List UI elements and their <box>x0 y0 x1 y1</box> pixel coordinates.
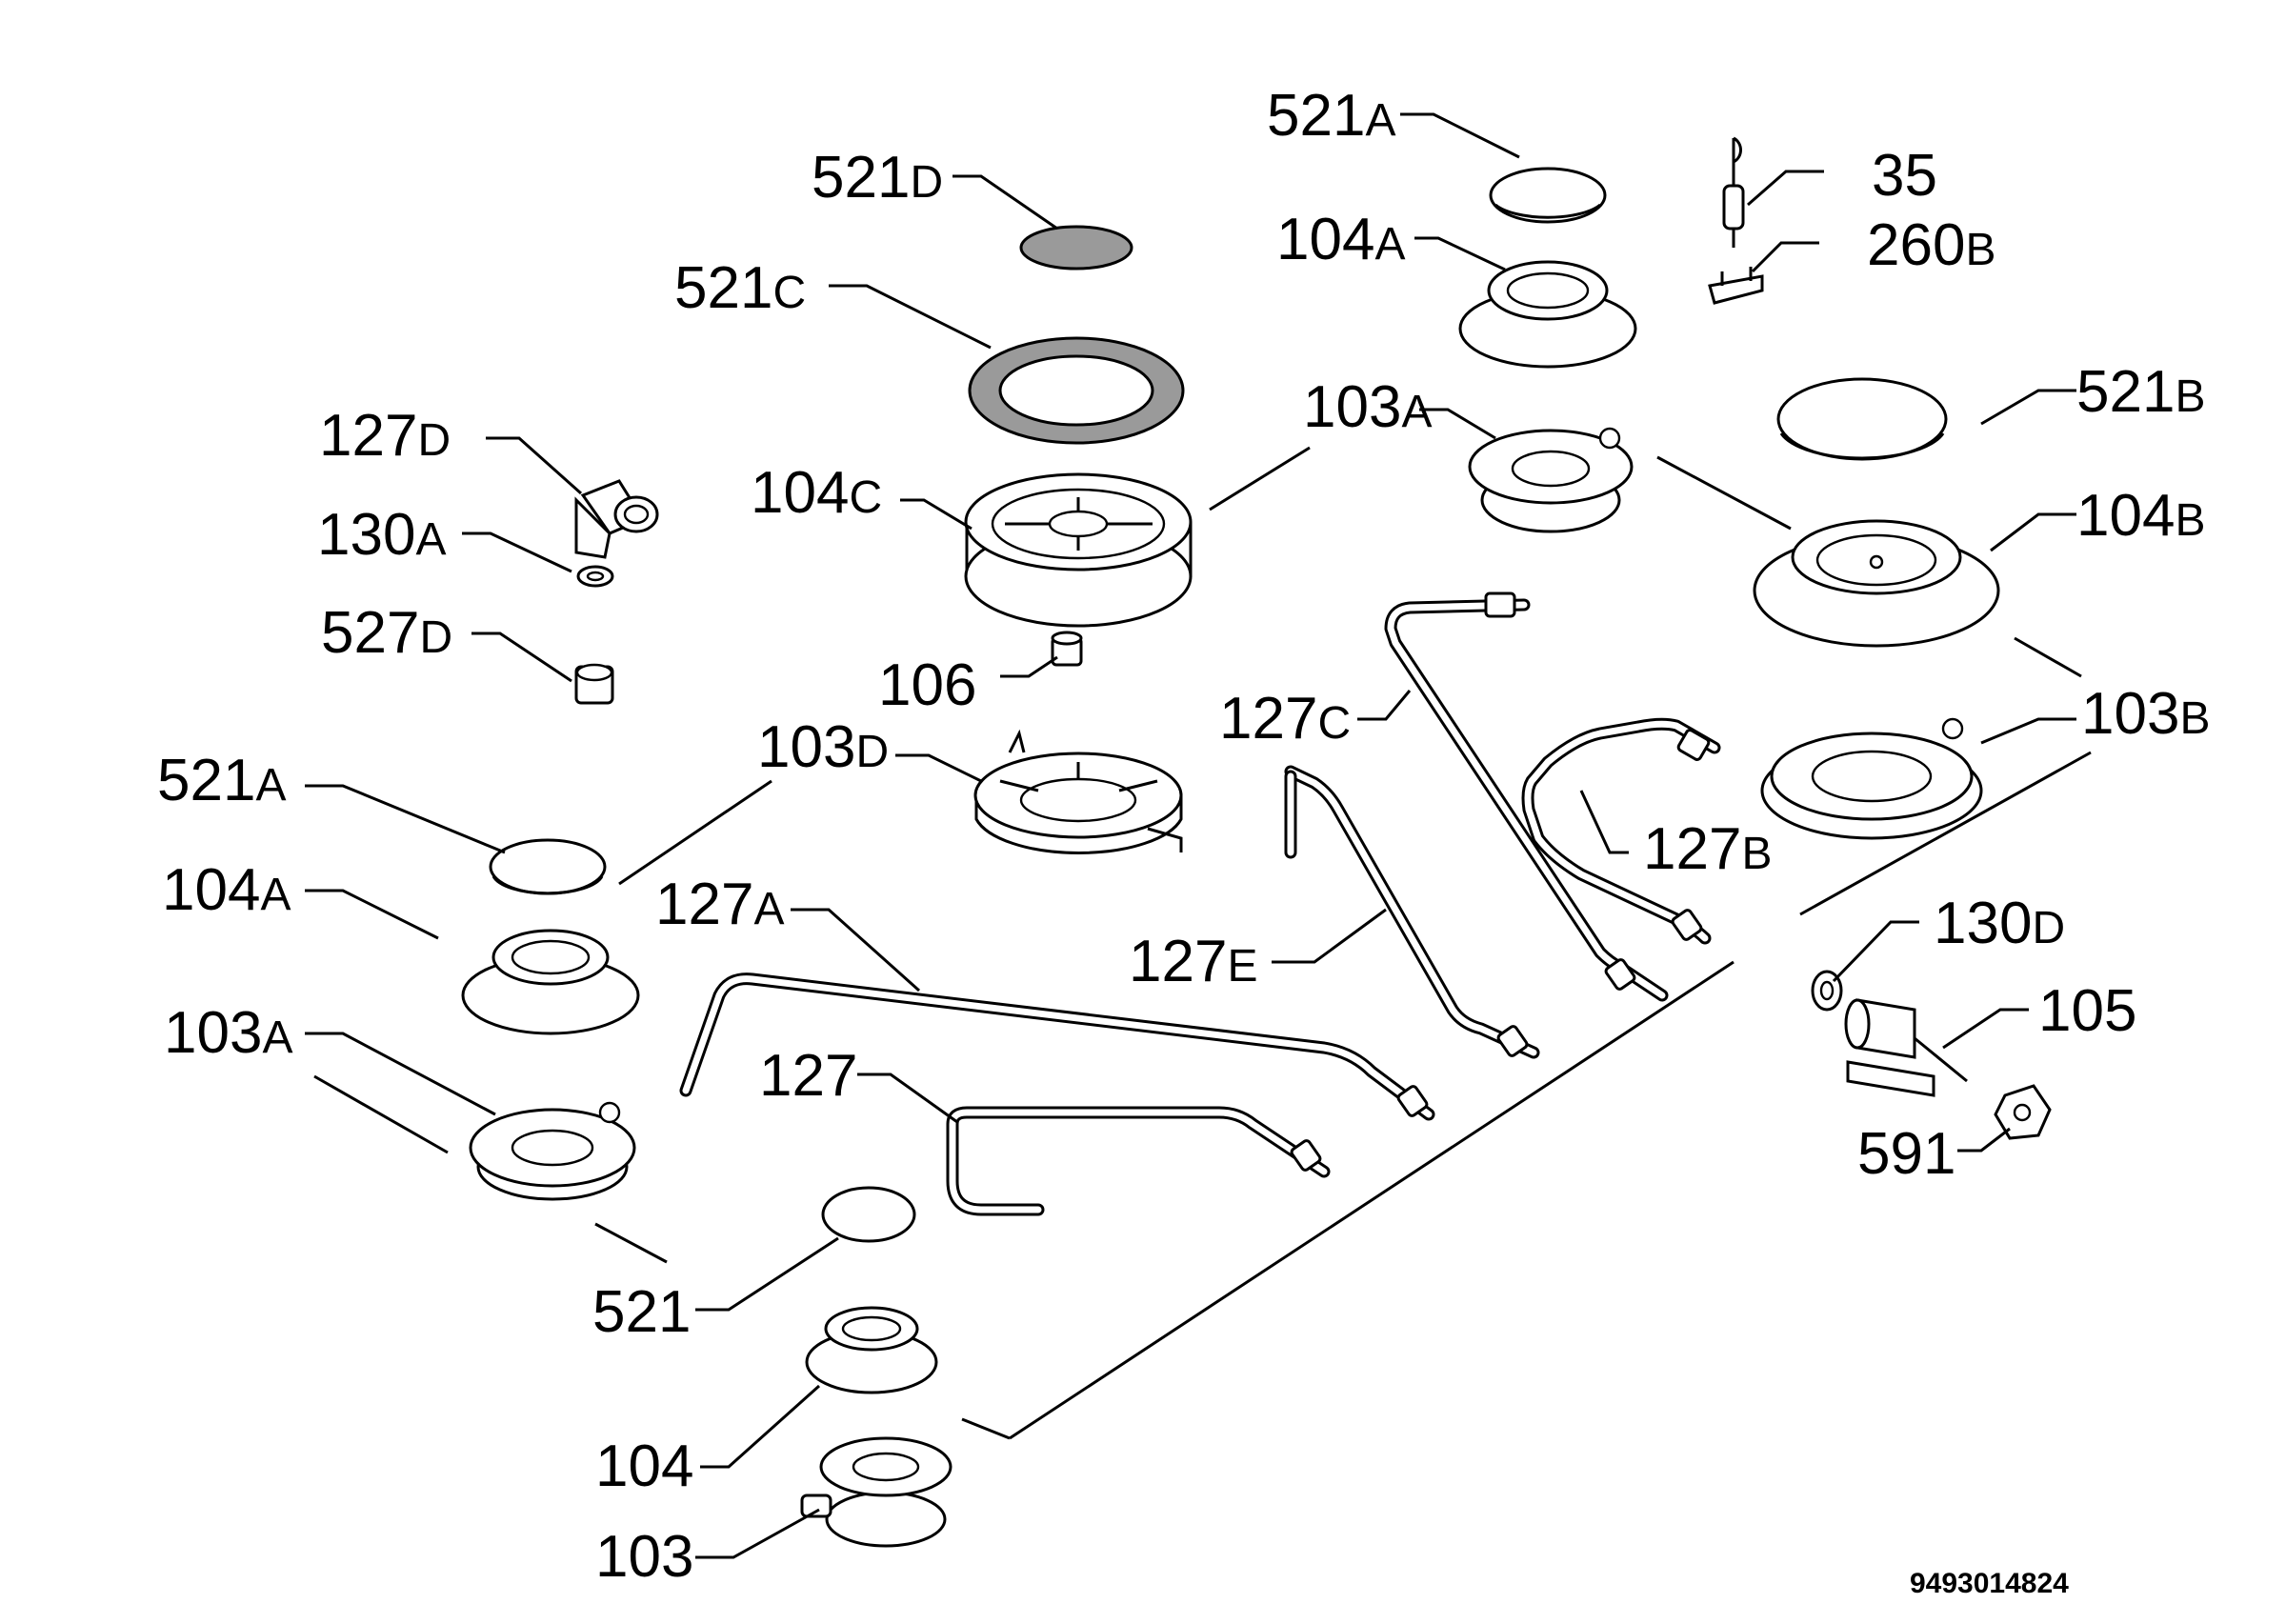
label-104b: 104B <box>2076 483 2205 549</box>
label-103: 103 <box>595 1524 693 1590</box>
label-104a-left: 104A <box>162 857 291 923</box>
label-521b: 521B <box>2076 359 2205 425</box>
label-106: 106 <box>878 652 976 718</box>
label-127d: 127D <box>319 403 451 469</box>
burner-base-103b <box>1760 717 1983 840</box>
label-104: 104 <box>595 1434 693 1499</box>
burner-base-103 <box>800 1436 952 1548</box>
label-104a-top: 104A <box>1276 207 1405 272</box>
label-130d: 130D <box>1934 891 2065 956</box>
label-127: 127 <box>759 1043 857 1109</box>
burner-crown-104a-top <box>1458 260 1637 369</box>
pipe-127 <box>946 1106 1331 1216</box>
label-103a-top: 103A <box>1303 374 1432 440</box>
label-591: 591 <box>1857 1121 1955 1187</box>
label-103b: 103B <box>2081 681 2210 747</box>
label-103d: 103D <box>757 714 889 780</box>
label-130a: 130A <box>317 502 446 568</box>
label-127c: 127C <box>1219 686 1351 752</box>
burner-crown-104 <box>805 1306 938 1394</box>
label-127a: 127A <box>655 872 784 937</box>
washer-591 <box>1994 1084 2052 1140</box>
part-labels: 521A 35 521D 104A 260B 521C 103A 521B 12… <box>157 83 2210 1599</box>
label-521a-left: 521A <box>157 748 286 813</box>
burner-base-103d <box>973 729 1183 854</box>
burner-base-103a-top <box>1468 427 1634 533</box>
label-260b: 260B <box>1867 212 1995 278</box>
flame-ring-521c <box>968 336 1185 445</box>
washer-130a <box>576 565 614 588</box>
pipe-127c <box>1384 591 1669 1002</box>
label-521d: 521D <box>812 145 943 211</box>
pipe-127a <box>679 972 1435 1121</box>
burner-cap-521a-top <box>1489 167 1607 224</box>
elbow-fitting-127d <box>574 479 659 559</box>
label-127e: 127E <box>1129 929 1257 994</box>
gas-valve-105 <box>1844 998 1968 1097</box>
burner-cap-521 <box>821 1186 916 1243</box>
burner-cap-521b <box>1776 377 1948 461</box>
burner-crown-104c <box>964 472 1193 628</box>
label-527d: 527D <box>321 600 452 666</box>
electrode-clip-260b <box>1708 267 1764 305</box>
ignition-electrode-35 <box>1722 136 1745 248</box>
label-127b: 127B <box>1643 816 1772 882</box>
pipe-127b <box>1521 717 1721 945</box>
pipe-127e <box>1284 765 1540 1059</box>
hob-outline <box>313 446 2092 1440</box>
burner-crown-104a-left <box>461 929 640 1035</box>
burner-crown-104b <box>1753 519 2000 648</box>
label-521a-top: 521A <box>1267 83 1395 149</box>
label-521c: 521C <box>674 255 806 321</box>
label-35: 35 <box>1872 143 1937 209</box>
diagram-reference-code: 9493014824 <box>1910 1568 2069 1599</box>
burner-cap-521a-left <box>489 838 607 895</box>
injector-106 <box>1051 631 1083 667</box>
burner-base-103a-left <box>469 1101 636 1201</box>
label-521: 521 <box>592 1279 691 1345</box>
leader-lines <box>305 112 2076 1559</box>
burner-cap-521d <box>1019 225 1133 271</box>
label-105: 105 <box>2038 978 2136 1044</box>
nut-527d <box>574 663 614 705</box>
label-104c: 104C <box>751 460 882 526</box>
label-103a-left: 103A <box>164 1000 292 1066</box>
